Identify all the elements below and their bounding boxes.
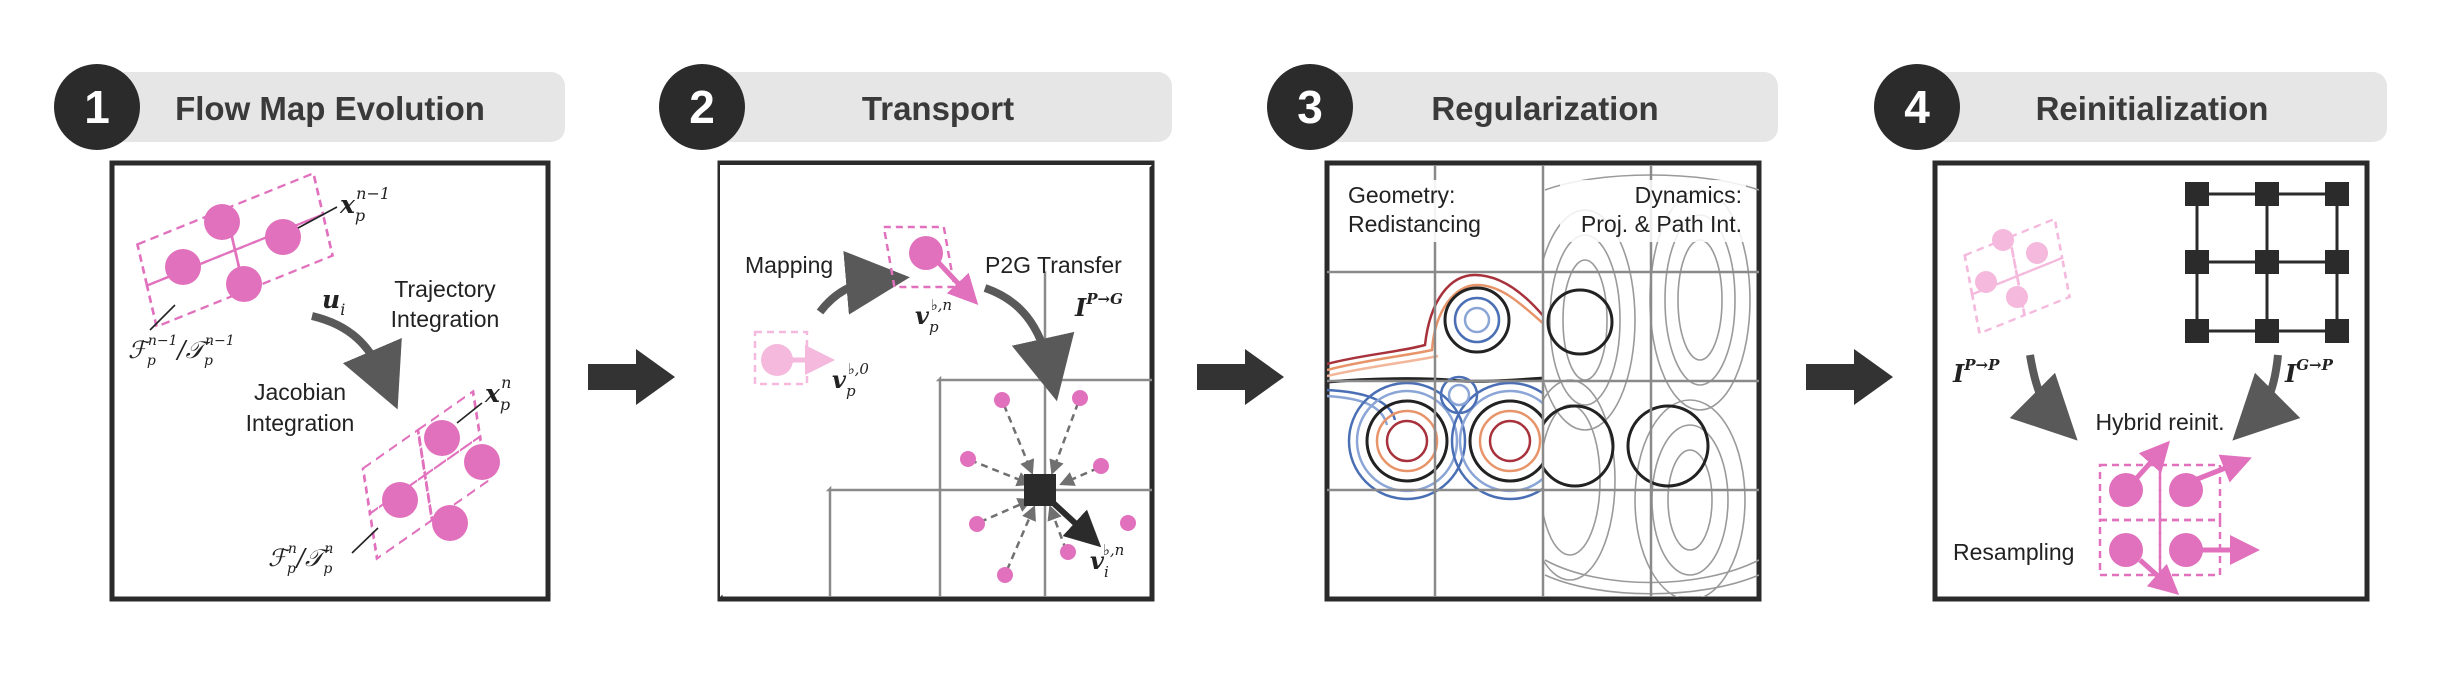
grid-nodes <box>2185 182 2349 343</box>
jacobian-label: Jacobian <box>254 379 346 405</box>
geometry-label-2: Redistancing <box>1348 211 1481 237</box>
particle <box>1975 271 1997 293</box>
particle <box>1093 458 1109 474</box>
header-bar <box>95 72 565 142</box>
particle <box>2109 533 2143 567</box>
particle <box>1992 229 2014 251</box>
particle <box>2026 242 2048 264</box>
p2g-label: P2G Transfer <box>985 252 1122 278</box>
number-badge-icon <box>1267 64 1353 150</box>
resampled-particles <box>2098 440 2260 595</box>
p2p-arrow <box>2009 354 2078 441</box>
particle <box>204 204 240 240</box>
Ipp-label: IP→P <box>1952 356 2000 388</box>
particle <box>424 420 460 456</box>
particle <box>265 219 301 255</box>
panel-flow-map-evolution: xpn−1 ℱpn−1/𝒯pn−1 ui Trajectory Integrat… <box>109 160 551 602</box>
vn-label: vp♭,n <box>915 296 952 336</box>
panel-reinitialization: IP→P IG→P Hybrid reinit. Resampling <box>1932 160 2370 602</box>
particle <box>226 266 262 302</box>
particle <box>1120 515 1136 531</box>
leader-line <box>456 402 483 424</box>
step-title: Flow Map Evolution <box>175 90 485 127</box>
grid <box>720 165 1152 597</box>
trajectory-label-2: Integration <box>391 306 500 332</box>
particle-mapped <box>909 236 943 270</box>
leader-line <box>297 206 338 229</box>
particle <box>2109 473 2143 507</box>
leader-line <box>351 527 379 554</box>
step-header-4: 4 Reinitialization <box>1874 64 2387 150</box>
particle-initial <box>761 344 793 376</box>
step-title: Regularization <box>1431 90 1658 127</box>
step-title: Transport <box>862 90 1014 127</box>
next-step-arrow-icon <box>1197 349 1284 405</box>
dynamics-label: Dynamics: <box>1635 182 1742 208</box>
step-number: 1 <box>84 81 110 133</box>
dynamics-label-2: Proj. & Path Int. <box>1581 211 1742 237</box>
jacobian-label-2: Integration <box>246 410 355 436</box>
particle <box>382 482 418 518</box>
x-prev-label: xpn−1 <box>339 184 390 225</box>
g2p-arrow <box>2232 354 2301 441</box>
header-bar <box>700 72 1172 142</box>
particle <box>432 505 468 541</box>
particle <box>994 392 1010 408</box>
hybrid-label: Hybrid reinit. <box>2095 409 2224 435</box>
grid-velocity-arrow <box>1047 497 1102 548</box>
u-label: ui <box>322 285 345 319</box>
number-badge-icon <box>659 64 745 150</box>
mapping-label: Mapping <box>745 252 833 278</box>
number-badge-icon <box>54 64 140 150</box>
particle <box>1072 390 1088 406</box>
trajectory-label: Trajectory <box>394 276 496 302</box>
particle-cell-mapped <box>882 225 956 289</box>
header-bar <box>1915 72 2387 142</box>
particle <box>2006 286 2028 308</box>
p2g-scatter <box>960 390 1136 583</box>
p2g-arrow <box>983 284 1075 402</box>
step-number: 4 <box>1904 81 1930 133</box>
velocity-arrow <box>936 260 979 305</box>
particle <box>2169 533 2203 567</box>
I-p2g-label: IP→G <box>1074 290 1123 322</box>
number-badge-icon <box>1874 64 1960 150</box>
mapping-arrow <box>816 250 910 315</box>
v0-label: vp♭,0 <box>832 360 869 400</box>
panel-transport: Mapping vp♭,0 vp♭,n P2G Transfer IP→G <box>717 160 1155 602</box>
step-number: 2 <box>689 81 715 133</box>
next-step-arrow-icon <box>588 349 675 405</box>
panel-frame <box>1932 160 2370 602</box>
step-title: Reinitialization <box>2036 90 2269 127</box>
evolution-arrow <box>311 312 402 410</box>
level-set-contours <box>1327 273 1543 501</box>
step-number: 3 <box>1297 81 1323 133</box>
particle <box>960 451 976 467</box>
geometry-label: Geometry: <box>1348 182 1455 208</box>
step-header-1: 1 Flow Map Evolution <box>54 64 565 150</box>
particle <box>1060 544 1076 560</box>
particle <box>969 516 985 532</box>
particle <box>997 567 1013 583</box>
panel-regularization: Geometry: Redistancing Dynamics: Proj. &… <box>1324 160 1762 602</box>
header-bar <box>1308 72 1778 142</box>
vi-label: vi♭,n <box>1090 541 1124 581</box>
panel-frame <box>109 160 551 602</box>
resampling-label: Resampling <box>1953 539 2074 565</box>
particle <box>464 444 500 480</box>
step-header-3: Regularization 3 <box>1267 64 1778 150</box>
leader-line <box>149 304 176 331</box>
particle <box>165 249 201 285</box>
particle <box>2169 473 2203 507</box>
x-curr-label: xpn <box>484 373 511 414</box>
next-step-arrow-icon <box>1806 349 1893 405</box>
step-header-2: 2 Transport <box>659 64 1172 150</box>
